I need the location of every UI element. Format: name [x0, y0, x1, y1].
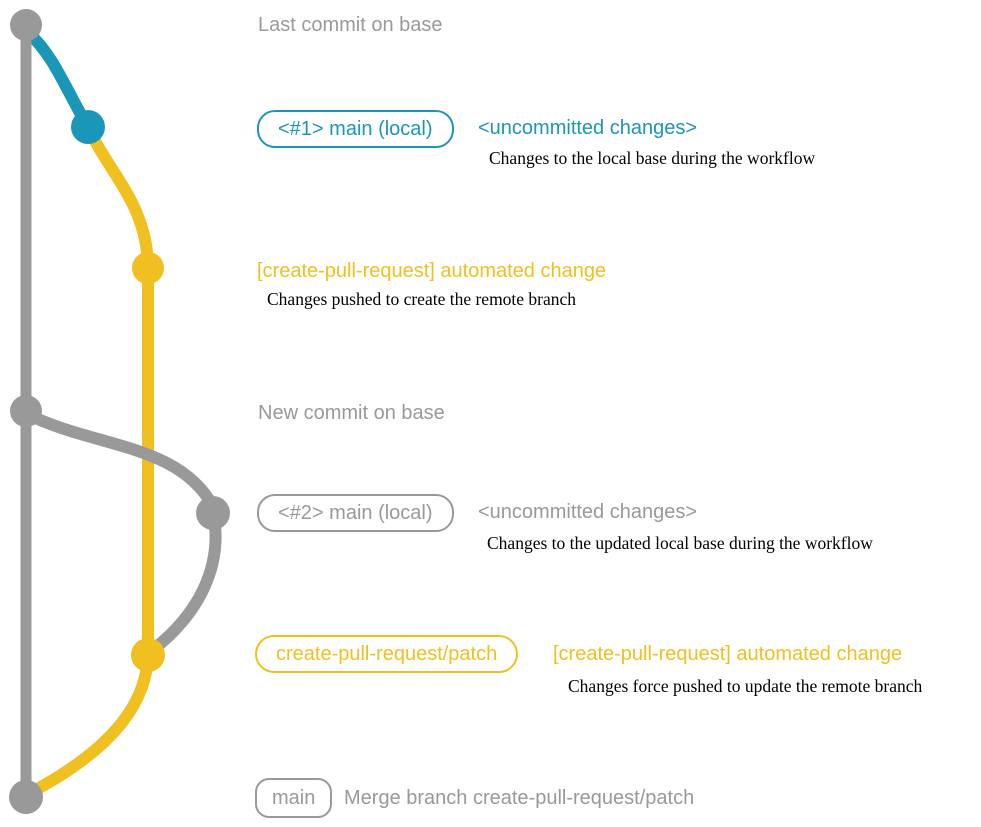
main-local-2-badge-label: <#2> main (local)	[278, 501, 433, 524]
patch-branch-badge: create-pull-request/patch	[255, 635, 519, 673]
step2-title: [create-pull-request] automated change	[257, 260, 607, 282]
commit-node-last-commit-on-base	[10, 9, 42, 41]
main-branch-badge-label: main	[272, 786, 316, 809]
patch-branch-badge-label: create-pull-request/patch	[276, 642, 498, 665]
commit-node-automated-change	[132, 252, 164, 284]
commit-node-force-pushed	[131, 638, 165, 672]
step4-title: [create-pull-request] automated change	[553, 643, 903, 665]
step1-title: <uncommitted changes>	[478, 117, 698, 139]
main-local-1-badge: <#1> main (local)	[257, 110, 454, 148]
step3-description: Changes to the updated local base during…	[487, 533, 873, 553]
new-commit-label: New commit on base	[258, 402, 445, 424]
step3-title: <uncommitted changes>	[478, 501, 698, 523]
merge-commit-label: Merge branch create-pull-request/patch	[344, 787, 695, 809]
commit-node-new-commit-on-base	[10, 395, 42, 427]
step1-description: Changes to the local base during the wor…	[489, 148, 816, 168]
last-commit-label: Last commit on base	[258, 14, 443, 36]
main-local-1-badge-label: <#1> main (local)	[278, 117, 433, 140]
branch-line-create-pull-request-patch	[22, 121, 154, 800]
step2-description: Changes pushed to create the remote bran…	[267, 289, 577, 309]
main-local-2-badge: <#2> main (local)	[257, 494, 454, 532]
commit-node-merge	[9, 780, 43, 814]
commit-node-main-local-1	[71, 110, 105, 144]
branch-line-main-local-2-out	[21, 408, 220, 514]
step4-description: Changes force pushed to update the remot…	[568, 676, 923, 696]
branch-line-main-local-2-in	[144, 510, 222, 658]
main-branch-badge: main	[255, 778, 333, 818]
commit-node-main-local-2	[196, 496, 230, 530]
